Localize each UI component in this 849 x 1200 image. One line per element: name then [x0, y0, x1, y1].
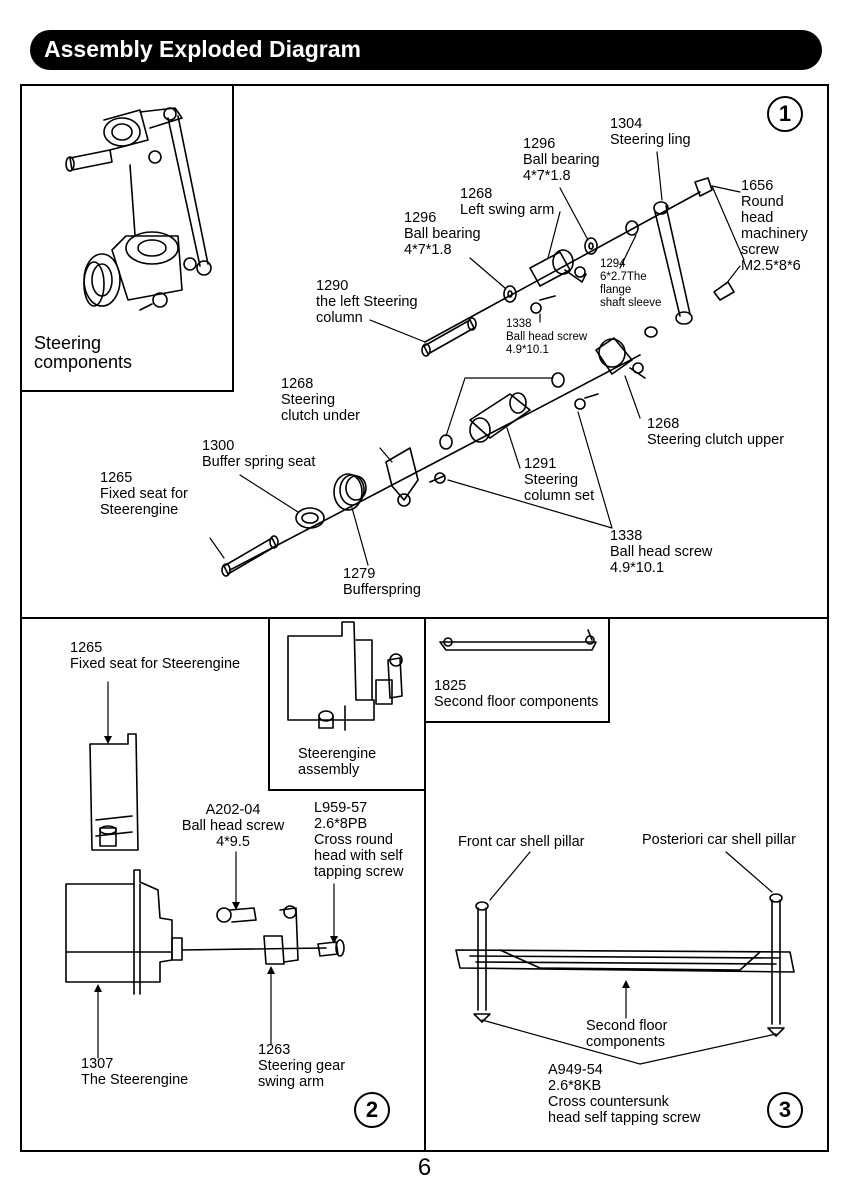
label-steerengine-assembly: Steerengine assembly	[298, 746, 377, 778]
label-posteriori-car-shell-pillar: Posteriori car shell pillar	[642, 832, 796, 848]
page-number: 6	[417, 1154, 432, 1181]
label-1656: 1656 Round head machinery screw M2.5*8*6	[741, 178, 808, 274]
label-1263: 1263 Steering gear swing arm	[258, 1042, 346, 1090]
step-badge-3: 3	[767, 1092, 803, 1128]
label-1296-lower: 1296 Ball bearing 4*7*1.8	[404, 210, 481, 258]
label-1291: 1291 Steering column set	[524, 456, 595, 504]
label-1268-steering-clutch-upper: 1268 Steering clutch upper	[647, 416, 785, 448]
label-1268-left-swing-arm: 1268 Left swing arm	[460, 186, 555, 218]
label-a949-54: A949-54 2.6*8KB Cross countersunk head s…	[548, 1062, 701, 1126]
label-1268-steering-clutch-under: 1268 Steering clutch under	[281, 376, 360, 424]
label-1265-panel2: 1265 Fixed seat for Steerengine	[70, 640, 241, 672]
label-second-floor-components: Second floor components	[586, 1018, 668, 1050]
inset-caption-steering-components: Steering components	[34, 333, 133, 372]
label-1307: 1307 The Steerengine	[81, 1056, 189, 1088]
label-1294: 1294 6*2.7The flange shaft sleeve	[600, 258, 662, 309]
label-a202-04: A202-04 Ball head screw 4*9.5	[181, 802, 285, 850]
label-front-car-shell-pillar: Front car shell pillar	[458, 834, 585, 850]
label-1338-lower: 1338 Ball head screw 4.9*10.1	[610, 528, 713, 576]
label-1290: 1290 the left Steering column	[316, 278, 418, 326]
label-l959-57: L959-57 2.6*8PB Cross round head with se…	[314, 800, 404, 880]
inset-second-floor	[424, 617, 610, 723]
header-bar: Assembly Exploded Diagram	[30, 30, 822, 70]
step-badge-1: 1	[767, 96, 803, 132]
panel-second-floor	[424, 617, 829, 1152]
label-1304: 1304 Steering ling	[610, 116, 691, 148]
label-1279: 1279 Bufferspring	[343, 566, 421, 598]
label-1825: 1825 Second floor components	[434, 678, 599, 710]
step-badge-2: 2	[354, 1092, 390, 1128]
label-1300: 1300 Buffer spring seat	[202, 438, 316, 470]
label-1265-panel1: 1265 Fixed seat for Steerengine	[100, 470, 188, 518]
inset-steering-components	[20, 84, 234, 392]
label-1296-upper: 1296 Ball bearing 4*7*1.8	[523, 136, 600, 184]
page-title: Assembly Exploded Diagram	[44, 36, 361, 62]
label-1338-upper: 1338 Ball head screw 4.9*10.1	[506, 318, 588, 356]
